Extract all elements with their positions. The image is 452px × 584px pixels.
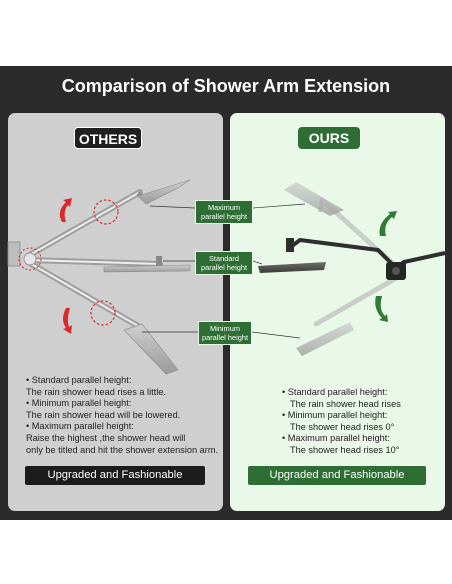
ours-down-arrow-icon [375, 296, 388, 322]
maximum-label-line-1: Maximum [207, 203, 241, 212]
others-desc-line-2: The rain shower head rises a little. [26, 386, 166, 397]
others-down-arrow-icon [63, 308, 72, 334]
standard-label-line-1: Standard [209, 254, 239, 263]
ours-up-arrow-icon [379, 211, 397, 236]
others-pivot [23, 252, 37, 266]
minimum-label-line-1: Minimum [210, 324, 240, 333]
ours-desc-line-3: • Minimum parallel height: [282, 410, 388, 421]
others-badge: OTHERS [74, 127, 142, 149]
ours-standard-head [258, 262, 326, 273]
others-up-arrow-icon [59, 198, 72, 222]
others-pivot-highlight [18, 247, 42, 271]
others-upper-head [137, 179, 191, 205]
ours-description: • Standard parallel height: The rain sho… [282, 387, 442, 457]
standard-label-line-2: parallel height [200, 263, 248, 272]
minimum-label-line-2: parallel height [202, 333, 249, 342]
ours-desc-line-4: The shower head rises 0° [290, 421, 395, 432]
ours-upper-head [284, 182, 344, 216]
others-desc-line-6: Raise the highest ,the shower head will [26, 432, 186, 443]
others-wall-bracket [7, 241, 21, 267]
others-lower-highlight [90, 300, 116, 326]
minimum-height-label: Minimum parallel height [198, 321, 252, 345]
others-upgraded-button: Upgraded and Fashionable [25, 466, 205, 485]
ours-lower-head [296, 322, 354, 356]
page-title: Comparison of Shower Arm Extension [61, 76, 391, 96]
others-upper-highlight [93, 199, 119, 225]
others-lower-head [123, 323, 179, 375]
others-description: • Standard parallel height: The rain sho… [26, 375, 221, 456]
others-desc-line-5: • Maximum parallel height: [26, 421, 134, 432]
maximum-height-label: Maximum parallel height [195, 200, 253, 224]
others-desc-line-4: The rain shower head will be lowered. [26, 409, 181, 420]
ours-upgraded-button: Upgraded and Fashionable [248, 466, 426, 485]
others-desc-line-3: • Minimum parallel height: [26, 398, 132, 409]
others-standard-head [103, 264, 191, 273]
maximum-label-line-2: parallel height [200, 212, 248, 221]
ours-badge: OURS [298, 127, 360, 149]
ours-desc-line-6: The shower head rises 10° [290, 444, 400, 455]
ours-desc-line-1: • Standard parallel height: [282, 387, 388, 397]
standard-height-label: Standard parallel height [195, 251, 253, 275]
others-shower-drawing [7, 179, 198, 375]
ours-standard-arm [290, 238, 446, 270]
others-desc-line-1: • Standard parallel height: [26, 375, 132, 385]
ours-desc-line-5: • Maximum parallel height: [282, 433, 390, 444]
ours-desc-line-2: The rain shower head rises [290, 398, 401, 409]
others-desc-line-7: only be titled and hit the shower extens… [26, 444, 219, 455]
ours-shower-drawing [251, 182, 446, 356]
